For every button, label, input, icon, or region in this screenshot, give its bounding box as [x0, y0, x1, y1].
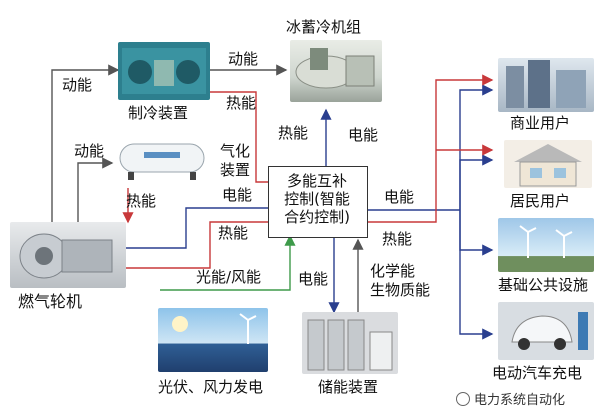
- flow-label-heat-2: 热能: [278, 124, 309, 142]
- flow-label-chemical-1: 化学能: [370, 262, 416, 280]
- vaporizer-label-line2: 装置: [220, 161, 251, 179]
- storage-label: 储能装置: [318, 378, 379, 396]
- refrigeration-label: 制冷装置: [128, 104, 189, 122]
- turbine-label: 燃气轮机: [18, 292, 83, 311]
- ev-label: 电动汽车充电: [492, 364, 583, 382]
- flow-label-chemical-2: 生物质能: [370, 281, 431, 299]
- chiller-image: [290, 40, 382, 102]
- flow-label-electric-2: 电能: [222, 186, 253, 204]
- flow-label-heat-1: 热能: [226, 94, 257, 112]
- vaporizer-label-line1: 气化: [220, 142, 251, 160]
- commercial-label: 商业用户: [510, 114, 571, 132]
- flow-label-heat-5: 热能: [382, 230, 413, 248]
- control-label-line1: 多能互补: [286, 172, 347, 190]
- flow-label-electric-3: 电能: [384, 188, 415, 206]
- pv-wind-label: 光伏、风力发电: [158, 378, 264, 396]
- storage-image: [302, 312, 398, 374]
- flow-label-pv-wind: 光能/风能: [196, 268, 262, 286]
- flow-turbine-electric: [126, 202, 286, 249]
- control-label-line2: 控制(智能: [284, 190, 350, 208]
- control-label: 多能互补 控制(智能 合约控制): [268, 172, 366, 226]
- watermark-text: 电力系统自动化: [474, 393, 566, 408]
- flow-turbine-heat: [126, 216, 286, 269]
- watermark-icon: [456, 392, 470, 406]
- flow-label-electric-1: 电能: [348, 126, 379, 144]
- infrastructure-image: [498, 218, 594, 272]
- flow-label-kinetic-1: 动能: [62, 76, 93, 94]
- flow-label-electric-4: 电能: [298, 270, 329, 288]
- refrigeration-image: [118, 42, 210, 100]
- flow-label-kinetic-3: 动能: [74, 142, 105, 160]
- control-label-line3: 合约控制): [284, 208, 350, 226]
- flow-heat-bus: [366, 74, 494, 223]
- commercial-image: [498, 58, 594, 112]
- residential-image: [504, 140, 592, 188]
- ev-image: [498, 302, 594, 360]
- pv-wind-image: [158, 308, 268, 372]
- flow-label-heat-4: 热能: [218, 224, 249, 242]
- watermark: 电力系统自动化: [456, 392, 565, 407]
- vaporizer-image: [114, 138, 210, 182]
- residential-label: 居民用户: [510, 192, 571, 210]
- flow-label-heat-3: 热能: [126, 192, 157, 210]
- flow-pv-wind: [160, 234, 296, 291]
- control-box: [268, 166, 368, 238]
- flow-turbine-to-refrigeration: [51, 64, 120, 230]
- turbine-image: [10, 222, 126, 288]
- flow-turbine-to-vaporizer: [77, 157, 114, 240]
- infrastructure-label: 基础公共设施: [498, 276, 589, 294]
- flow-label-kinetic-2: 动能: [228, 50, 259, 68]
- chiller-label: 冰蓄冷机组: [286, 18, 362, 36]
